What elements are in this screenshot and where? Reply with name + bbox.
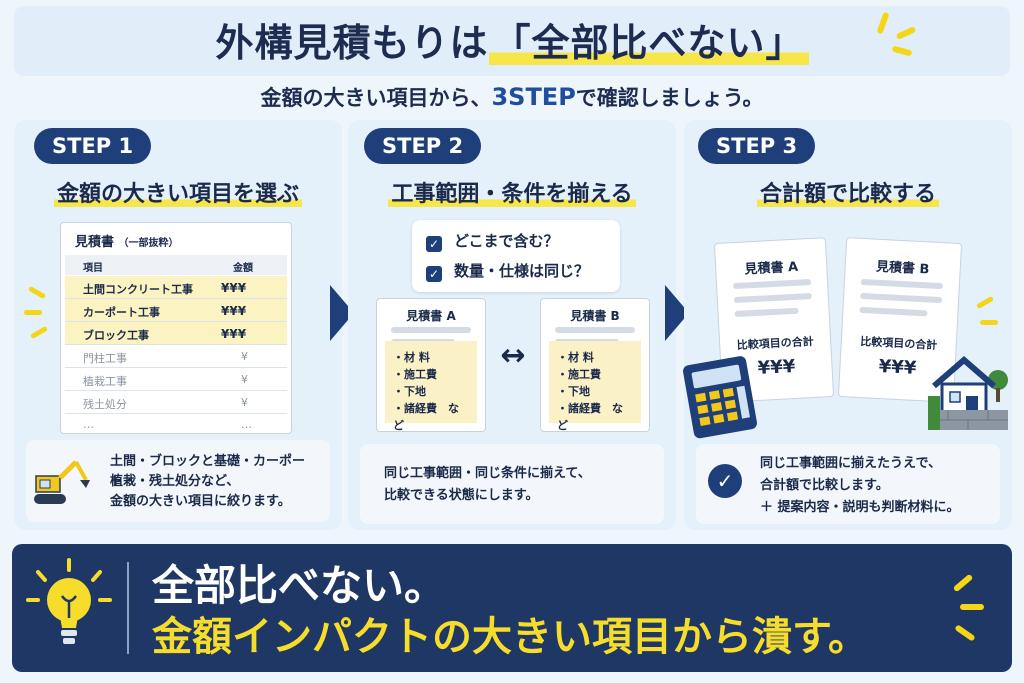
house-icon	[928, 356, 1008, 430]
checkbox-icon: ✓	[426, 236, 442, 252]
step2-pill: STEP 2	[364, 128, 482, 164]
note-line: ＋ 提案内容・説明も判断材料に。	[760, 500, 960, 515]
double-arrow-icon: ↔	[500, 338, 526, 373]
note-line: 植栽・残土処分など、	[110, 474, 240, 489]
check-item: ✓数量・仕様は同じ？	[426, 260, 589, 282]
page-title: 外構見積もりは「全部比べない」	[0, 12, 1024, 67]
table-row: カーポート工事¥¥¥	[65, 299, 287, 322]
checkbox-icon: ✓	[426, 266, 442, 282]
note-line: 金額の大きい項目に絞ります。	[110, 494, 291, 509]
table-header: 項目 金額	[65, 255, 287, 275]
table-row: ブロック工事¥¥¥	[65, 322, 287, 345]
page-subtitle: 金額の大きい項目から、3STEPで確認しましょう。	[260, 83, 764, 111]
calculator-icon	[683, 356, 758, 439]
table-row: 植栽工事¥	[65, 368, 287, 391]
spark-decoration	[980, 320, 998, 325]
table-row: ……	[83, 418, 252, 431]
excavator-icon	[34, 460, 90, 504]
spark-decoration	[24, 310, 42, 315]
banner-divider	[127, 562, 129, 654]
step2-note: 同じ工事範囲・同じ条件に揃えて、 比較できる状態にします。	[360, 444, 664, 524]
lightbulb-icon	[26, 558, 112, 644]
spark-decoration	[960, 604, 984, 610]
step3-heading: 合計額で比較する	[684, 176, 1012, 208]
step1-heading: 金額の大きい項目を選ぶ	[14, 176, 342, 208]
doc-a: 見積書 A ・材 料・施工費 ・下地・諸経費 など	[376, 298, 486, 432]
note-line: 比較できる状態にします。	[384, 488, 539, 503]
banner-line2: 金額インパクトの大きい項目から潰す。	[152, 614, 868, 660]
step1-pill: STEP 1	[34, 128, 152, 164]
step3-pill: STEP 3	[698, 128, 816, 164]
step3-note: ✓ 同じ工事範囲に揃えたうえで、 合計額で比較します。 ＋ 提案内容・説明も判断…	[696, 444, 1000, 524]
note-line: 同じ工事範囲・同じ条件に揃えて、	[384, 466, 591, 481]
check-circle-icon: ✓	[708, 464, 742, 498]
step1-note: 土間・ブロックと基礎・カーポート・ 植栽・残土処分など、 金額の大きい項目に絞り…	[26, 440, 330, 522]
step2-heading: 工事範囲・条件を揃える	[348, 176, 676, 208]
table-row: 門柱工事¥	[65, 345, 287, 368]
table-row: 残土処分¥	[65, 391, 287, 414]
estimate-table: 見積書 （一部抜粋） 項目 金額 土間コンクリート工事¥¥¥ カーポート工事¥¥…	[60, 222, 292, 434]
table-caption: 見積書 （一部抜粋）	[75, 235, 179, 250]
doc-a-items: ・材 料・施工費 ・下地・諸経費 など	[385, 341, 477, 432]
banner-line1: 全部比べない。	[152, 561, 447, 610]
note-line: 合計額で比較します。	[760, 478, 889, 493]
note-line: 同じ工事範囲に揃えたうえで、	[760, 456, 942, 471]
check-bubble: ✓どこまで含む？ ✓数量・仕様は同じ？	[412, 220, 620, 292]
table-row: 土間コンクリート工事¥¥¥	[65, 276, 287, 299]
note-line: 土間・ブロックと基礎・カーポート・	[110, 454, 306, 489]
bottom-banner	[12, 544, 1012, 672]
doc-b-items: ・材 料・施工費 ・下地・諸経費 など	[549, 341, 641, 432]
check-item: ✓どこまで含む？	[426, 230, 559, 252]
doc-b: 見積書 B ・材 料・施工費 ・下地・諸経費 など	[540, 298, 650, 432]
